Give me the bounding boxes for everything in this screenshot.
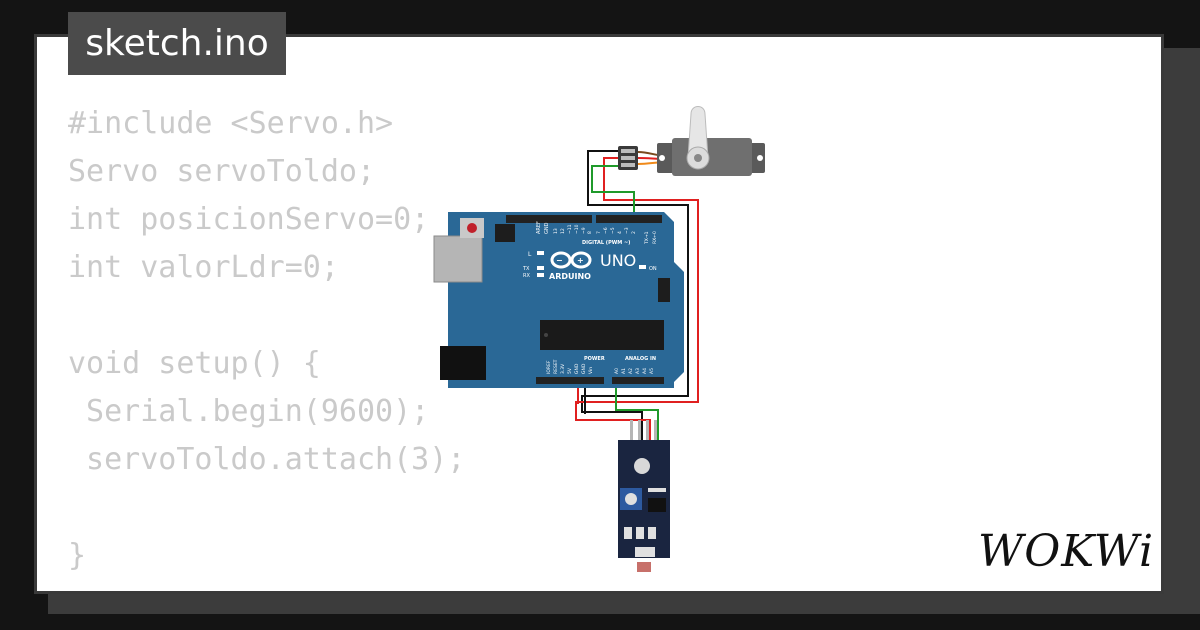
arduino-logo [550,251,592,269]
led-tx [537,266,544,270]
ldr-smd-part [648,488,666,492]
power-jack [440,346,486,380]
led-l-label: L [528,251,532,258]
wire-red-servo[interactable] [575,157,699,440]
power-header-label: POWER [584,356,605,362]
board-brand: ARDUINO [549,272,591,281]
code-line-3: int posicionServo=0; [68,202,430,237]
code-editor[interactable]: #include <Servo.h> Servo servoToldo; int p… [68,100,465,580]
photoresistor-base [635,547,655,557]
code-line-4: int valorLdr=0; [68,250,339,285]
digital-header-label: DIGITAL (PWM ~) [582,240,630,246]
ldr-sensor-module[interactable] [618,420,670,572]
servo-pin [621,149,635,153]
ldr-pin [646,420,649,442]
board-model: UNO [600,251,636,270]
power-pin-label: RESET [553,359,559,374]
digital-pin-label: 4 [617,231,623,234]
power-pin-labels: IOREF RESET 3.3V 5V GND GND Vin A0 A1 A2… [546,359,655,374]
analog-pin-label: A5 [649,368,655,374]
aref-label: AREF [536,221,542,234]
analog-pin-label: A2 [628,368,634,374]
ldr-led [634,458,650,474]
code-line-10: } [68,538,87,573]
power-pin-label: 3.3V [560,363,566,374]
servo-motor[interactable] [618,106,765,177]
analog-header-label: ANALOG IN [625,356,656,362]
digital-pin-label: ~3 [624,227,630,234]
led-tx-label: TX [522,266,530,272]
power-pin-label: 5V [567,367,573,374]
file-tab[interactable]: sketch.ino [68,12,286,75]
ldr-pin [638,420,641,442]
photoresistor [637,562,651,572]
ldr-smd-part [636,527,644,539]
led-l [537,251,544,255]
icsp-header-right [658,278,670,302]
wire-black-servo[interactable] [581,150,689,440]
servo-mount-hole [659,155,665,161]
wokwi-logo: WOKWi [978,526,1155,577]
digital-pin-label: 12 [560,228,566,234]
digital-pin-label: 7 [596,231,602,234]
ldr-pin [654,420,657,442]
digital-header-left [506,215,592,223]
icsp-header-top [495,224,515,242]
power-pin-label: Vin [588,367,594,374]
led-rx [537,273,544,277]
usb-port [433,235,483,283]
logo-minus: − [556,256,563,265]
digital-pin-label: TX→1 [644,231,650,245]
led-rx-label: RX [523,273,530,279]
microcontroller-chip [540,320,664,350]
analog-pin-label: A3 [635,368,641,374]
power-pin-label: GND [574,363,580,374]
power-pin-label: IOREF [546,360,552,374]
gnd-label: GND [544,222,550,234]
code-line-1: #include <Servo.h> [68,106,394,141]
led-on-label: ON [649,266,657,272]
code-line-8: servoToldo.attach(3); [68,442,466,477]
code-line-2: Servo servoToldo; [68,154,376,189]
comparator-chip [648,498,666,512]
digital-header-right [596,215,662,223]
led-on [639,265,646,269]
digital-pin-labels: 13 12 ~11 ~10 ~9 8 7 ~6 ~5 4 ~3 2 TX→1 R… [553,224,658,245]
wire-green-servo[interactable] [591,165,635,220]
digital-pin-label: RX←0 [652,231,658,244]
digital-pin-label: ~5 [610,227,616,234]
servo-body [672,138,752,176]
analog-pin-label: A1 [621,368,627,374]
power-pin-label: GND [581,363,587,374]
wires [575,150,699,440]
digital-pin-label: ~11 [567,224,573,234]
digital-pin-label: ~6 [603,227,609,234]
digital-pin-label: ~9 [581,227,587,234]
analog-header [612,377,664,384]
servo-screw [694,154,702,162]
ldr-pin [630,420,633,442]
code-line-7: Serial.begin(9600); [68,394,430,429]
servo-pin [621,156,635,160]
code-line-6: void setup() { [68,346,321,381]
arduino-uno-board[interactable]: AREF GND 13 12 ~11 ~10 ~9 8 7 ~6 ~5 4 ~3… [433,212,684,388]
analog-pin-label: A0 [614,368,620,374]
chip-notch [544,333,548,337]
servo-pin [621,163,635,167]
ldr-smd-part [648,527,656,539]
servo-mount-hole [757,155,763,161]
logo-plus: + [577,256,584,265]
reset-button[interactable] [467,223,477,233]
power-header [536,377,604,384]
digital-pin-label: ~10 [574,224,580,234]
digital-pin-label: 8 [587,231,593,234]
digital-pin-label: 2 [631,231,637,234]
servo-horn[interactable] [687,106,709,159]
wire-green-ldr[interactable] [615,380,659,440]
analog-pin-label: A4 [642,368,648,374]
ldr-smd-part [624,527,632,539]
potentiometer-knob[interactable] [625,493,637,505]
digital-pin-label: 13 [553,228,559,234]
